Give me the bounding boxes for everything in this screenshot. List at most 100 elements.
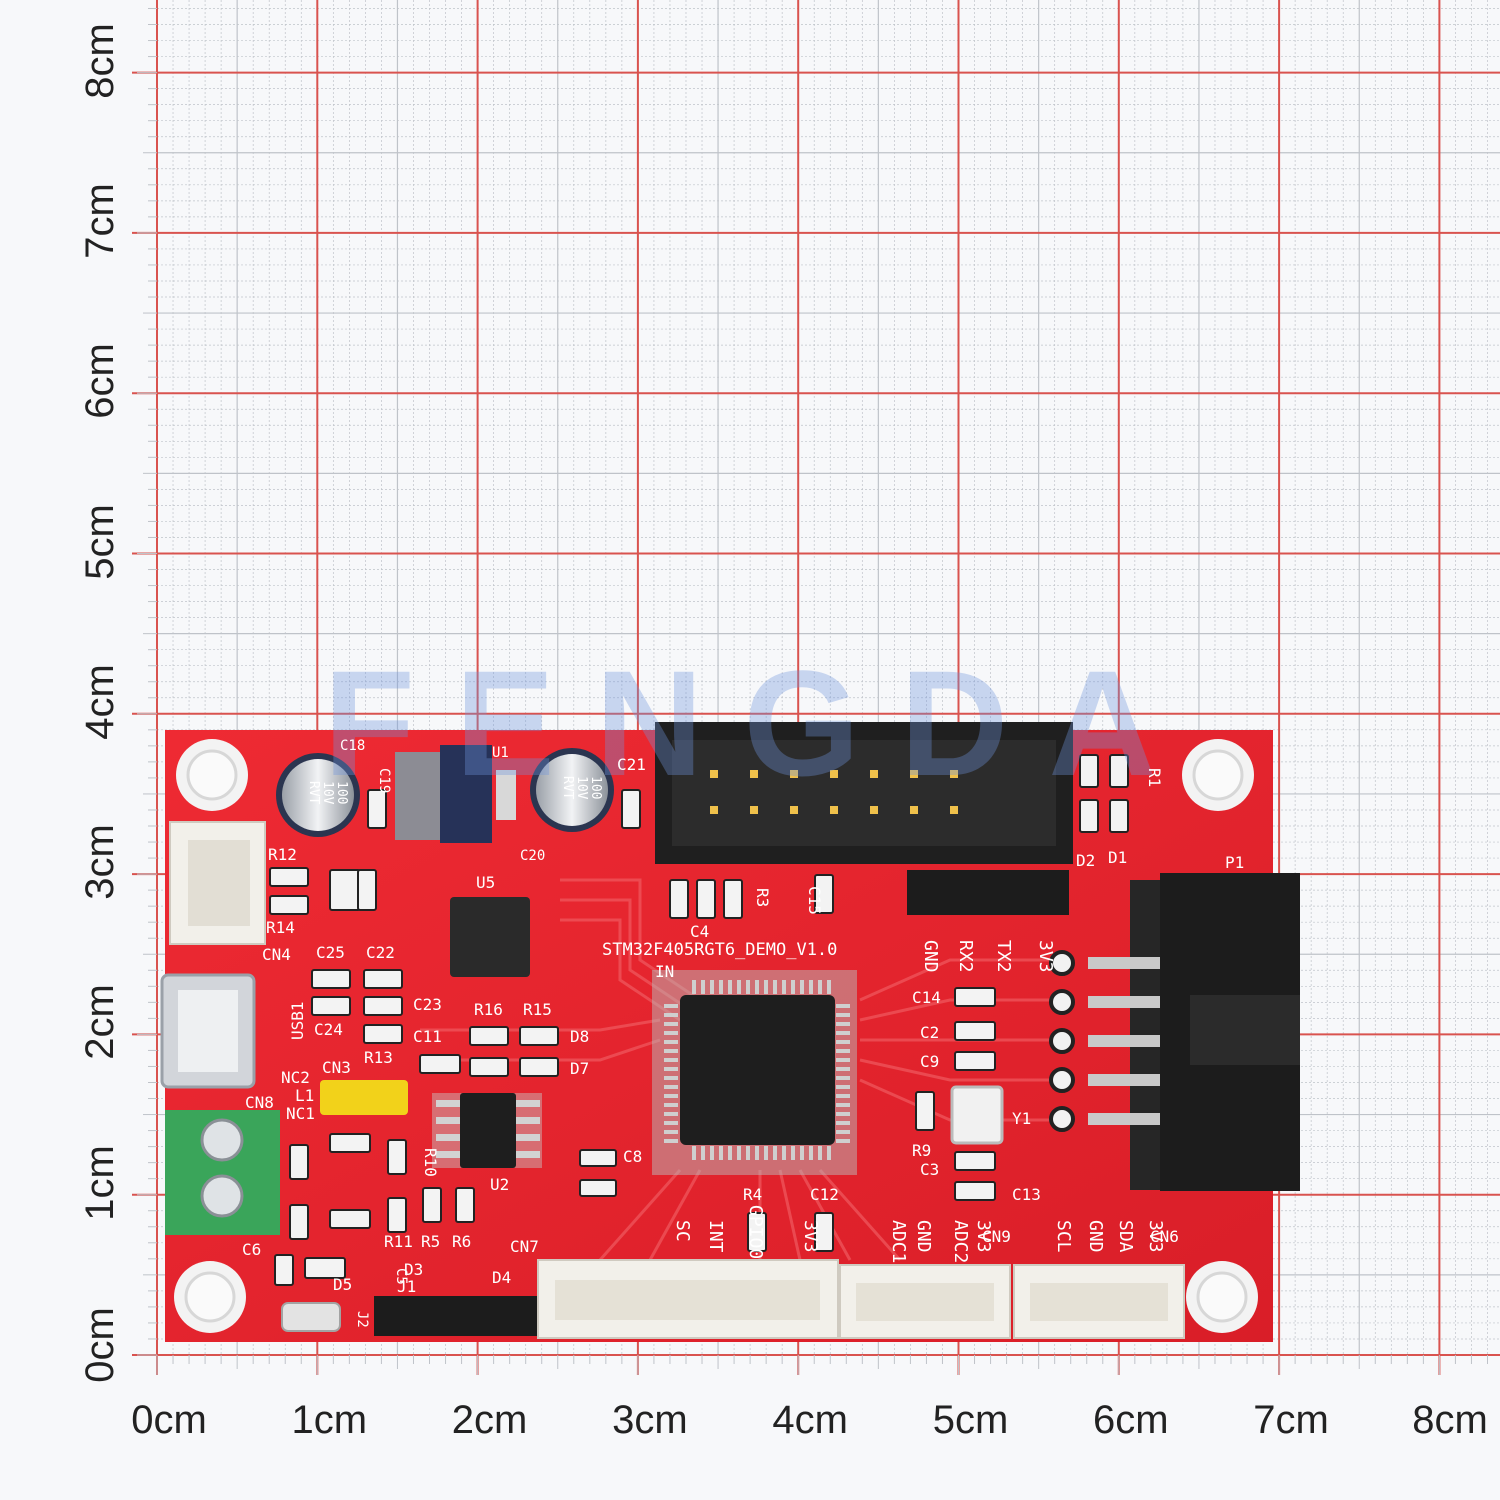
mcu-pin <box>836 1013 850 1017</box>
smd-part <box>363 1024 403 1044</box>
silk-c9: C9 <box>920 1052 939 1071</box>
silk-d1: D1 <box>1108 848 1127 867</box>
silk-r10: R10 <box>421 1148 440 1177</box>
silk-c11: C11 <box>413 1027 442 1046</box>
p1-pin-pad <box>1049 1106 1075 1132</box>
mcu-pin <box>664 1040 678 1044</box>
mcu-pin <box>800 1146 804 1160</box>
chip-u5 <box>450 897 530 977</box>
mcu-pin <box>800 980 804 994</box>
mcu-pin <box>782 1146 786 1160</box>
mounting-hole-bl <box>174 1261 246 1333</box>
mcu-pin <box>719 980 723 994</box>
silk-r5: R5 <box>421 1232 440 1251</box>
header-pin <box>950 770 958 778</box>
silk-r1: R1 <box>1145 768 1164 787</box>
mcu-pin <box>664 1130 678 1134</box>
smd-part <box>311 969 351 989</box>
smd-part <box>669 879 689 919</box>
smd-part <box>469 1026 509 1046</box>
silk-cn7: CN7 <box>510 1237 539 1256</box>
silk-c13: C13 <box>1012 1185 1041 1204</box>
mcu-pin <box>809 980 813 994</box>
header-pin <box>910 770 918 778</box>
p1-pin-pad <box>1049 989 1075 1015</box>
silk-nc1: NC1 <box>286 1104 315 1123</box>
mcu-pin <box>827 1146 831 1160</box>
mcu-pin <box>664 1103 678 1107</box>
smd-part <box>621 789 641 829</box>
mcu-pin <box>836 1103 850 1107</box>
mcu-pin <box>836 1022 850 1026</box>
smd-part <box>329 869 361 911</box>
p1-pin-pad <box>1049 950 1075 976</box>
header-pin <box>750 806 758 814</box>
mcu-pin <box>692 980 696 994</box>
smd-part <box>954 1051 996 1071</box>
silk-c5: C5 <box>393 1268 409 1285</box>
mcu-pin <box>664 1085 678 1089</box>
smd-part <box>422 1187 442 1223</box>
connector-cn7 <box>537 1259 839 1339</box>
silk-3v3b: 3V3 <box>973 1220 994 1253</box>
silk-adc1: ADC1 <box>888 1220 909 1263</box>
connector-cn9 <box>839 1264 1011 1339</box>
smd-part <box>814 1212 834 1252</box>
smd-part <box>915 1091 935 1131</box>
mcu-stm32f405 <box>652 970 857 1175</box>
p1-pins <box>1049 950 1160 1132</box>
silk-cn6: CN6 <box>1150 1227 1179 1246</box>
header-pin <box>950 806 958 814</box>
x-axis-label: 6cm <box>1093 1398 1169 1442</box>
silk-gnd: GND <box>920 940 941 973</box>
mcu-pin <box>773 1146 777 1160</box>
silk-d7: D7 <box>570 1059 589 1078</box>
silk-c25: C25 <box>316 943 345 962</box>
smd-part <box>329 1209 371 1229</box>
silk-c12: C12 <box>810 1185 839 1204</box>
x-axis-label: 7cm <box>1253 1398 1329 1442</box>
smd-components <box>269 754 1129 1286</box>
mcu-pin <box>836 1085 850 1089</box>
mcu-pin <box>836 1076 850 1080</box>
mcu-pin <box>791 980 795 994</box>
crystal-j2 <box>281 1302 341 1332</box>
u2-lead <box>436 1117 460 1124</box>
electrolytic-capacitor-c20: 10010VRVT <box>530 748 614 832</box>
silk-cn3: CN3 <box>322 1058 351 1077</box>
mcu-pin <box>836 1112 850 1116</box>
smd-part <box>1079 799 1099 833</box>
silk-j1: J1 <box>397 1277 416 1296</box>
mcu-pin <box>746 980 750 994</box>
silk-d4: D4 <box>492 1268 511 1287</box>
mcu-pin <box>664 1031 678 1035</box>
smd-part <box>954 987 996 1007</box>
silk-int: INT <box>705 1220 726 1253</box>
silk-d8: D8 <box>570 1027 589 1046</box>
board-name-label: STM32F405RGT6_DEMO_V1.0 <box>602 940 837 960</box>
mcu-pin <box>818 1146 822 1160</box>
smd-part <box>367 789 387 829</box>
p1-pin-lead <box>1088 1074 1160 1086</box>
mcu-pin <box>836 1040 850 1044</box>
right-angle-header-p1 <box>1049 873 1300 1191</box>
electrolytic-capacitor-c19: 10010VRVT <box>276 753 360 837</box>
connector-cn6 <box>1013 1264 1185 1339</box>
silk-rx2: RX2 <box>955 940 976 973</box>
silk-sc: SC <box>672 1220 693 1242</box>
mcu-pin <box>719 1146 723 1160</box>
silk-c8: C8 <box>623 1147 642 1166</box>
header-pin <box>710 806 718 814</box>
mcu-pin <box>782 980 786 994</box>
smd-part <box>747 1212 767 1252</box>
header-pin <box>830 806 838 814</box>
watermark-text: FENGDA <box>323 639 1196 807</box>
mcu-pin <box>809 1146 813 1160</box>
silk-c20: C20 <box>520 848 545 864</box>
mcu-pin <box>664 1112 678 1116</box>
mcu-pin <box>755 980 759 994</box>
silkscreen: STM32F405RGT6_DEMO_V1.0 R12 R14 CN4 C25 … <box>242 738 1244 1328</box>
mcu-pin <box>836 1139 850 1143</box>
silk-cn4: CN4 <box>262 945 291 964</box>
header-pins <box>710 770 958 814</box>
